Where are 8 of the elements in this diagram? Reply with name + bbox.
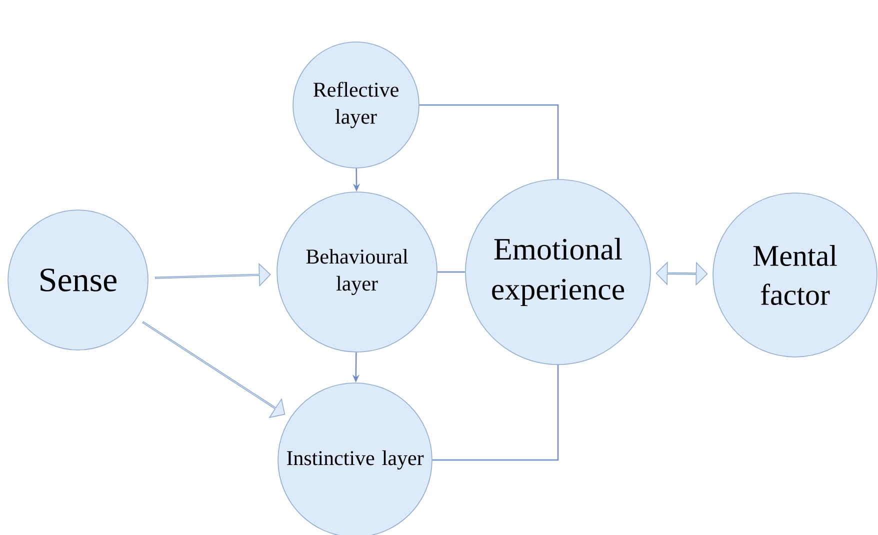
circle-node: Mental factor <box>712 192 878 358</box>
circle-node: Sense <box>8 210 148 350</box>
connector-line <box>437 271 466 273</box>
connector-line <box>419 104 559 180</box>
circle-node: Behavioural layer <box>276 192 438 352</box>
circle-node: Reflective layer <box>292 42 420 168</box>
circle-node: Emotional experience <box>465 179 651 365</box>
connector-line <box>432 364 559 461</box>
